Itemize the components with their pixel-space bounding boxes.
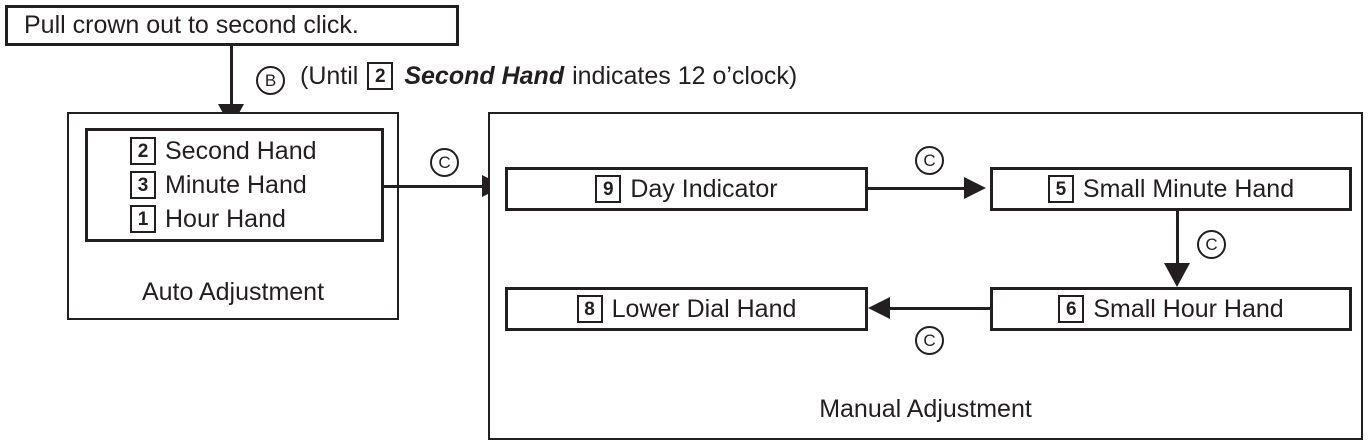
marker-c-day-to-smin-icon: C [915,146,944,175]
manual-adjustment-group: 9 Day Indicator 5 Small Minute Hand 6 Sm… [488,112,1363,440]
until-note: (Until 2 Second Hand indicates 12 o’cloc… [300,62,797,90]
manual-item-day-indicator: 9 Day Indicator [505,167,868,211]
auto-item-hour-hand: 1 Hour Hand [130,202,286,236]
manual-item-label: Day Indicator [630,174,778,203]
connector-day-to-smin-line [868,187,968,190]
auto-adjustment-group: 2 Second Hand 3 Minute Hand 1 Hour Hand … [67,112,399,320]
badge-6: 6 [1058,295,1085,323]
connector-shour-to-lower-arrowhead [868,297,890,319]
until-badge-2: 2 [367,62,394,90]
manual-item-lower-dial-hand: 8 Lower Dial Hand [505,287,868,331]
badge-1: 1 [130,205,156,233]
instruction-text: Pull crown out to second click. [24,11,359,39]
auto-adjustment-group-label: Auto Adjustment [141,278,325,306]
auto-item-label: Minute Hand [165,170,307,199]
connector-shour-to-lower-line [890,307,990,310]
manual-item-label: Small Minute Hand [1082,174,1295,203]
connector-auto-to-day-line [382,185,497,188]
manual-adjustment-group-label: Manual Adjustment [819,395,1032,423]
badge-9: 9 [595,175,622,203]
connector-smin-to-shour-line [1176,211,1179,267]
manual-item-small-hour-hand: 6 Small Hour Hand [990,287,1352,331]
auto-adjustment-hand-list: 2 Second Hand 3 Minute Hand 1 Hour Hand [85,128,384,242]
until-suffix: indicates 12 o’clock) [572,61,798,90]
manual-item-label: Lower Dial Hand [611,294,797,323]
marker-c-smin-to-shour-icon: C [1197,230,1226,259]
manual-item-label: Small Hour Hand [1093,294,1284,323]
marker-b-icon: B [256,66,285,95]
connector-day-to-smin-arrowhead [964,177,986,199]
instruction-box: Pull crown out to second click. [5,5,459,46]
until-prefix: (Until [300,61,359,90]
auto-item-second-hand: 2 Second Hand [130,134,317,168]
badge-3: 3 [130,171,156,199]
marker-c-auto-to-day-icon: C [430,148,459,177]
connector-smin-to-shour-arrowhead [1164,263,1190,287]
badge-2: 2 [130,137,156,165]
auto-item-label: Second Hand [165,136,317,165]
manual-item-small-minute-hand: 5 Small Minute Hand [990,167,1352,211]
auto-item-minute-hand: 3 Minute Hand [130,168,307,202]
marker-c-shour-to-lower-icon: C [915,326,944,355]
until-emphasis: Second Hand [404,61,565,90]
auto-item-label: Hour Hand [165,204,286,233]
badge-5: 5 [1047,175,1074,203]
badge-8: 8 [576,295,603,323]
connector-crown-to-auto-line [230,46,233,108]
